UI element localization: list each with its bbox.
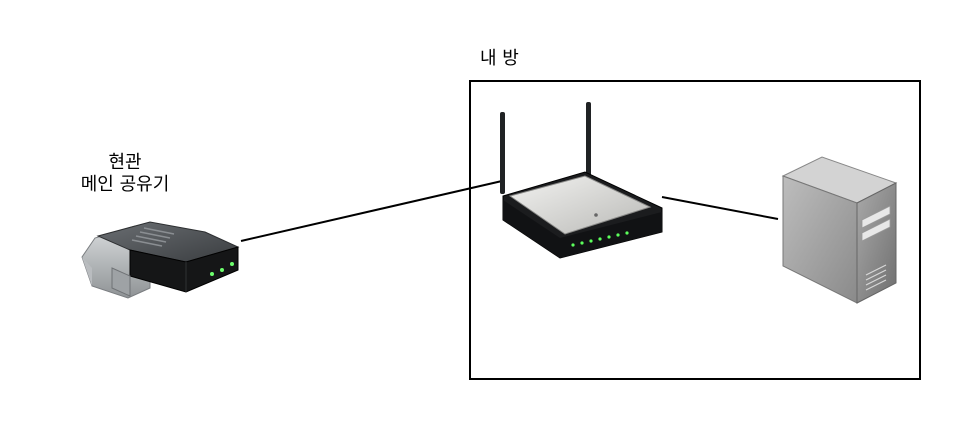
room-boundary (469, 80, 921, 380)
modem-router-icon (81, 221, 240, 299)
room-label: 내 방 (480, 48, 519, 69)
main-router-label-line2: 메인 공유기 (80, 174, 170, 195)
connection-line-main-to-wifi (240, 180, 503, 242)
server-tower-icon (781, 156, 898, 304)
wireless-router-icon (500, 102, 663, 259)
main-router-label: 현관 메인 공유기 (40, 152, 210, 196)
connection-line-wifi-to-pc (661, 196, 779, 220)
main-router-label-line1: 현관 (108, 152, 142, 173)
